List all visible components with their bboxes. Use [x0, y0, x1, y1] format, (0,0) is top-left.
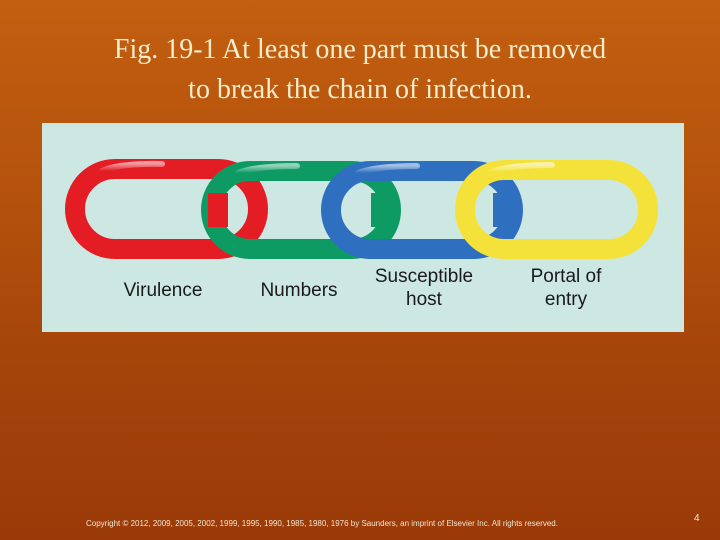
page-number: 4 — [694, 513, 700, 524]
label-susceptible-host-line-2: host — [364, 288, 484, 311]
label-portal-of-entry-line-2: entry — [516, 288, 616, 311]
label-numbers-text: Numbers — [260, 280, 337, 301]
label-virulence: Virulence — [118, 279, 208, 302]
slide-title-line-2: to break the chain of infection. — [40, 70, 680, 110]
label-virulence-text: Virulence — [124, 280, 203, 301]
copyright-notice: Copyright © 2012, 2009, 2005, 2002, 1999… — [86, 519, 558, 528]
chain-of-infection-figure: Virulence Numbers Susceptible host Porta… — [42, 123, 684, 332]
slide-title-line-1: Fig. 19-1 At least one part must be remo… — [40, 30, 680, 70]
label-portal-of-entry: Portal of entry — [516, 265, 616, 311]
label-numbers: Numbers — [254, 279, 344, 302]
slide-title: Fig. 19-1 At least one part must be remo… — [40, 30, 680, 110]
label-susceptible-host: Susceptible host — [364, 265, 484, 311]
label-portal-of-entry-line-1: Portal of — [516, 265, 616, 288]
label-susceptible-host-line-1: Susceptible — [364, 265, 484, 288]
